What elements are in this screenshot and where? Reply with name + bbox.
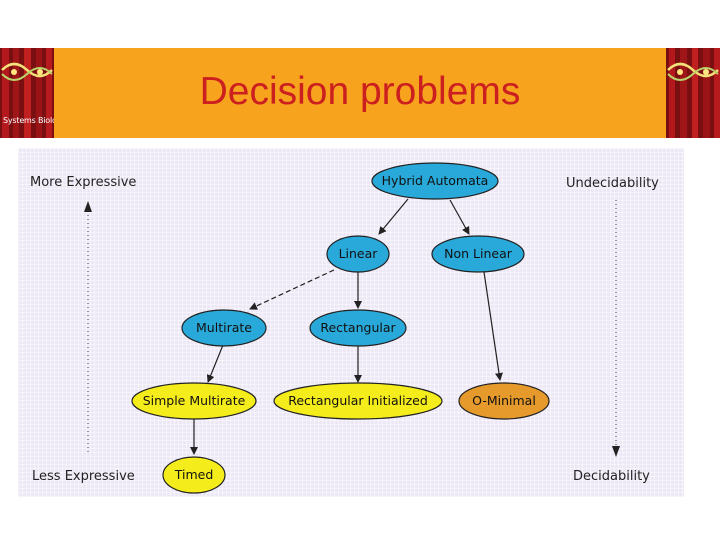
node-rectangular: Rectangular bbox=[309, 309, 407, 347]
edge-hybrid-linear bbox=[378, 198, 409, 235]
node-simple-multirate-label: Simple Multirate bbox=[143, 393, 246, 408]
node-non-linear-label: Non Linear bbox=[444, 246, 513, 261]
expressiveness-arrow-icon bbox=[84, 201, 92, 212]
logo-text: Systems Biology bbox=[3, 116, 54, 125]
node-timed-label: Timed bbox=[174, 467, 214, 482]
node-non-linear: Non Linear bbox=[431, 235, 525, 273]
node-linear: Linear bbox=[326, 235, 390, 273]
node-timed: Timed bbox=[162, 456, 226, 494]
undecidability-label: Undecidability bbox=[566, 176, 659, 191]
node-o-minimal: O-Minimal bbox=[458, 382, 550, 420]
less-expressive-label: Less Expressive bbox=[32, 469, 135, 484]
node-rectangular-label: Rectangular bbox=[320, 320, 396, 335]
diagram-panel: More Expressive Less Expressive Undecida… bbox=[18, 148, 684, 497]
decidability-label: Decidability bbox=[573, 469, 650, 484]
dna-curtain-image-right bbox=[666, 48, 720, 138]
edge-multirate-simplemultirate bbox=[206, 344, 224, 383]
dna-curtain-image-left bbox=[0, 48, 54, 138]
node-multirate: Multirate bbox=[181, 309, 267, 347]
edge-hybrid-nonlinear bbox=[449, 199, 470, 235]
node-multirate-label: Multirate bbox=[196, 320, 252, 335]
decidability-hierarchy-diagram: More Expressive Less Expressive Undecida… bbox=[30, 162, 659, 494]
node-linear-label: Linear bbox=[339, 246, 379, 261]
node-hybrid-automata-label: Hybrid Automata bbox=[382, 173, 489, 188]
node-rectangular-initialized-label: Rectangular Initialized bbox=[288, 393, 428, 408]
dna-curtain-image bbox=[666, 48, 720, 138]
node-o-minimal-label: O-Minimal bbox=[472, 393, 536, 408]
decidability-arrow-icon bbox=[612, 446, 620, 457]
more-expressive-label: More Expressive bbox=[30, 175, 136, 190]
slide-title: Decision problems bbox=[199, 70, 521, 113]
systems-biology-logo: Systems Biology bbox=[0, 48, 54, 138]
edge-linear-multirate bbox=[249, 269, 335, 310]
edge-nonlinear-ominimal bbox=[483, 271, 503, 381]
node-simple-multirate: Simple Multirate bbox=[131, 382, 257, 420]
header-bar bbox=[0, 48, 720, 138]
node-rectangular-initialized: Rectangular Initialized bbox=[273, 382, 443, 420]
node-hybrid-automata: Hybrid Automata bbox=[371, 162, 499, 200]
